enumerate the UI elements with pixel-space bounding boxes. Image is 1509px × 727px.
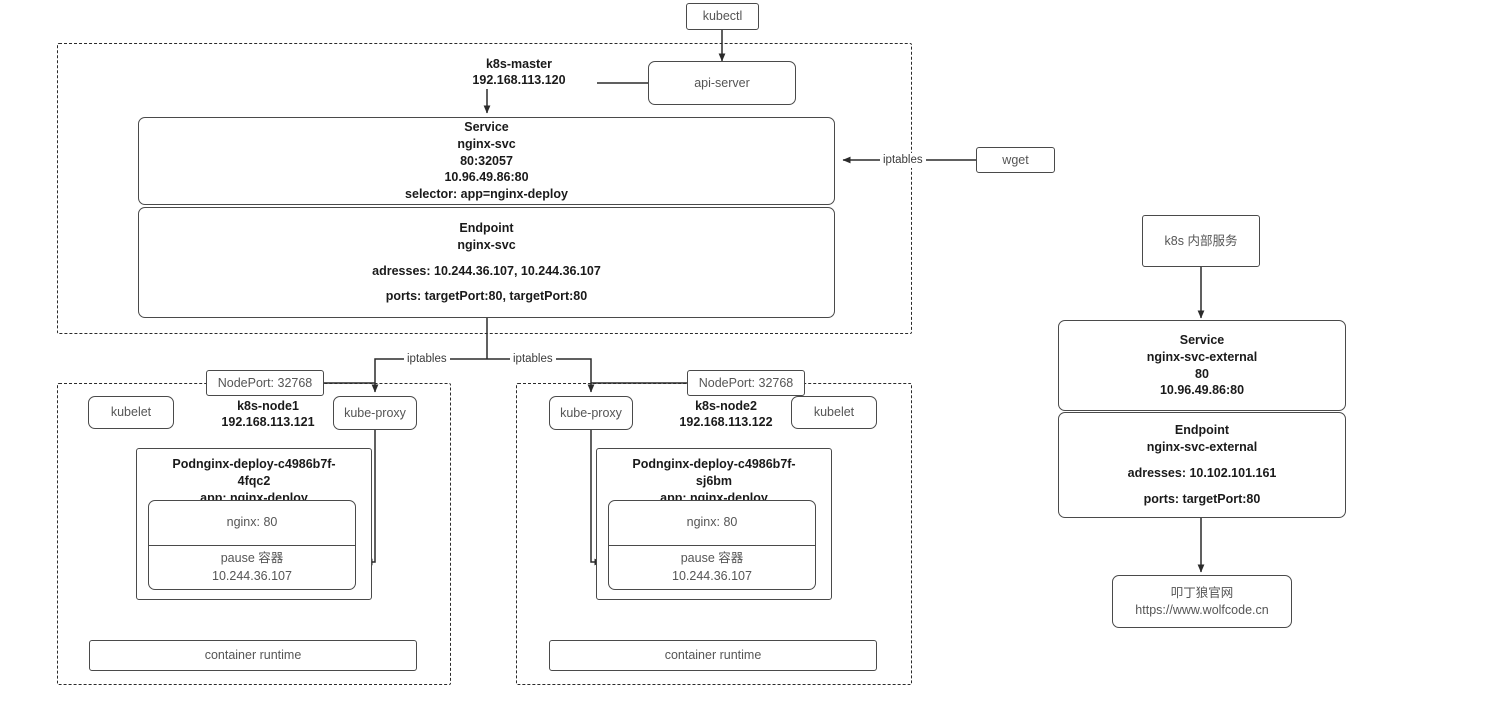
- k8s-master-zone: [57, 43, 912, 334]
- k8s-master-ip: 192.168.113.120: [472, 73, 566, 88]
- node2-kube-proxy-box[interactable]: kube-proxy: [549, 396, 633, 430]
- endpoint-ports: ports: targetPort:80, targetPort:80: [385, 289, 588, 304]
- k8s-master-name: k8s-master: [485, 57, 552, 71]
- api-server-box[interactable]: api-server: [648, 61, 796, 105]
- wolfcode-site-url: https://www.wolfcode.cn: [1135, 602, 1269, 617]
- node2-pod-name-2: sj6bm: [695, 473, 733, 488]
- node1-pod-name-2: 4fqc2: [237, 473, 271, 488]
- service-cluster-ip: 10.96.49.86:80: [444, 170, 529, 185]
- endpoint-nginx-svc-box: Endpoint nginx-svc adresses: 10.244.36.1…: [138, 207, 835, 318]
- external-service-port: 80: [1195, 366, 1209, 381]
- node2-kubelet-label: kubelet: [813, 405, 855, 420]
- endpoint-nginx-svc-external-box: Endpoint nginx-svc-external adresses: 10…: [1058, 412, 1346, 518]
- node1-container-pause: pause 容器 10.244.36.107: [149, 545, 355, 589]
- node1-pod-containers: nginx: 80 pause 容器 10.244.36.107: [148, 500, 356, 590]
- k8s-node1-title: k8s-node1 192.168.113.121: [190, 398, 346, 431]
- k8s-internal-service-label: k8s 内部服务: [1164, 233, 1238, 248]
- external-endpoint-ports: ports: targetPort:80: [1143, 491, 1261, 506]
- node1-container-nginx: nginx: 80: [226, 515, 278, 530]
- service-nginx-svc-box: Service nginx-svc 80:32057 10.96.49.86:8…: [138, 117, 835, 205]
- node1-kube-proxy-label: kube-proxy: [344, 405, 406, 420]
- node1-nodeport-label: NodePort: 32768: [217, 375, 313, 390]
- kubectl-label: kubectl: [702, 9, 743, 24]
- k8s-node1-name: k8s-node1: [237, 399, 299, 413]
- node2-kube-proxy-label: kube-proxy: [560, 405, 622, 420]
- service-kind: Service: [464, 119, 509, 134]
- k8s-node1-ip: 192.168.113.121: [221, 415, 315, 430]
- endpoint-kind: Endpoint: [459, 220, 514, 235]
- wolfcode-site-box[interactable]: 叩丁狼官网 https://www.wolfcode.cn: [1112, 575, 1292, 628]
- external-service-kind: Service: [1179, 332, 1225, 347]
- service-ports: 80:32057: [460, 153, 513, 168]
- iptables-node2-label: iptables: [510, 352, 556, 367]
- node2-container-nginx: nginx: 80: [686, 515, 738, 530]
- node2-container-runtime-box: container runtime: [549, 640, 877, 671]
- endpoint-addresses: adresses: 10.244.36.107, 10.244.36.107: [372, 263, 601, 278]
- iptables-node1-label: iptables: [404, 352, 450, 367]
- node2-container-pause: pause 容器 10.244.36.107: [609, 545, 815, 589]
- iptables-wget-label: iptables: [880, 153, 926, 168]
- wolfcode-site-name: 叩丁狼官网: [1170, 585, 1234, 600]
- node1-kube-proxy-box[interactable]: kube-proxy: [333, 396, 417, 430]
- node1-pause-name: pause 容器: [220, 551, 284, 565]
- wget-box[interactable]: wget: [976, 147, 1055, 173]
- node1-kubelet-box[interactable]: kubelet: [88, 396, 174, 429]
- node2-kubelet-box[interactable]: kubelet: [791, 396, 877, 429]
- node2-pod-containers: nginx: 80 pause 容器 10.244.36.107: [608, 500, 816, 590]
- endpoint-name: nginx-svc: [457, 237, 516, 252]
- external-service-cluster-ip: 10.96.49.86:80: [1159, 383, 1245, 398]
- service-selector: selector: app=nginx-deploy: [405, 187, 568, 202]
- node2-pause-name: pause 容器: [680, 551, 744, 565]
- external-service-name: nginx-svc-external: [1146, 349, 1258, 364]
- k8s-node2-name: k8s-node2: [695, 399, 757, 413]
- node1-container-runtime-label: container runtime: [204, 648, 302, 663]
- external-endpoint-name: nginx-svc-external: [1146, 440, 1258, 455]
- service-name: nginx-svc: [457, 136, 516, 151]
- node1-kubelet-label: kubelet: [110, 405, 152, 420]
- k8s-master-title: k8s-master 192.168.113.120: [441, 56, 597, 89]
- service-nginx-svc-external-box: Service nginx-svc-external 80 10.96.49.8…: [1058, 320, 1346, 411]
- external-endpoint-kind: Endpoint: [1174, 423, 1230, 438]
- node1-container-runtime-box: container runtime: [89, 640, 417, 671]
- node2-pod-name-1: Podnginx-deploy-c4986b7f-: [632, 457, 796, 471]
- api-server-label: api-server: [694, 75, 750, 90]
- node1-pause-ip: 10.244.36.107: [212, 568, 292, 583]
- kubectl-box[interactable]: kubectl: [686, 3, 759, 30]
- k8s-node2-ip: 192.168.113.122: [679, 415, 773, 430]
- node1-pod-name-1: Podnginx-deploy-c4986b7f-: [172, 457, 336, 471]
- external-endpoint-addresses: adresses: 10.102.101.161: [1127, 466, 1277, 480]
- node2-container-runtime-label: container runtime: [664, 648, 762, 663]
- node2-pause-ip: 10.244.36.107: [672, 568, 752, 583]
- wget-label: wget: [1002, 152, 1029, 167]
- node2-nodeport-label: NodePort: 32768: [698, 375, 794, 390]
- k8s-node2-title: k8s-node2 192.168.113.122: [648, 398, 804, 431]
- node2-nodeport-box: NodePort: 32768: [687, 370, 805, 396]
- k8s-internal-service-box: k8s 内部服务: [1142, 215, 1260, 267]
- node1-nodeport-box: NodePort: 32768: [206, 370, 324, 396]
